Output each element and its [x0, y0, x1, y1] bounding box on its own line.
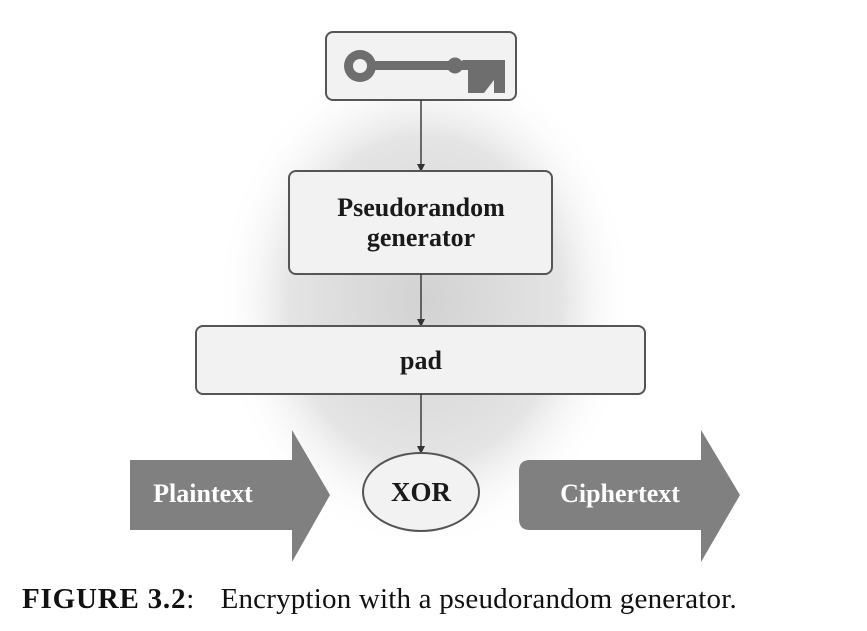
- figure-number: FIGURE 3.2: [22, 583, 187, 615]
- plaintext-arrow: Plaintext: [130, 430, 330, 562]
- generator-box: Pseudorandom generator: [288, 170, 553, 275]
- generator-label-line1: Pseudorandom: [337, 193, 505, 222]
- ciphertext-label: Ciphertext: [560, 479, 680, 508]
- pad-box: pad: [195, 325, 646, 395]
- caption-colon: :: [186, 583, 195, 615]
- xor-label: XOR: [391, 477, 452, 507]
- key-box: [325, 31, 517, 101]
- xor-node: XOR: [362, 452, 480, 532]
- pad-label: pad: [400, 346, 442, 375]
- figure-caption: FIGURE 3.2: Encryption with a pseudorando…: [22, 583, 862, 616]
- plaintext-label: Plaintext: [153, 479, 253, 508]
- key-icon: [344, 50, 505, 93]
- generator-label-line2: generator: [367, 223, 475, 252]
- ciphertext-arrow: Ciphertext: [519, 430, 740, 562]
- caption-text: Encryption with a pseudorandom generator…: [220, 583, 737, 615]
